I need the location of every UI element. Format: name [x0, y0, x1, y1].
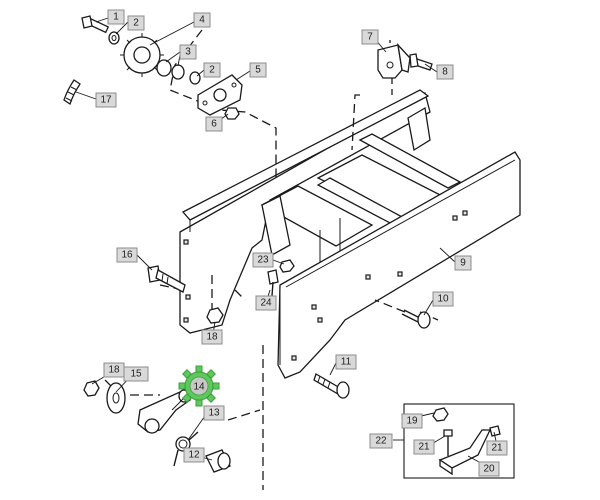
callout-1-text: 1	[113, 12, 119, 23]
bolt-10	[401, 309, 431, 329]
callout-8-text: 8	[442, 67, 448, 78]
callout-2-top[interactable]: 2	[127, 15, 145, 31]
idler-arm-14	[137, 389, 192, 434]
bushing-12	[205, 449, 231, 473]
callout-6[interactable]: 6	[205, 116, 223, 132]
left-side-plate	[179, 92, 431, 334]
callout-13[interactable]: 13	[203, 405, 225, 421]
callout-3-text: 3	[185, 47, 191, 58]
callout-3[interactable]: 3	[179, 44, 197, 60]
bolt-8	[409, 53, 433, 71]
callout-23[interactable]: 23	[252, 252, 274, 268]
callout-21-left-text: 21	[418, 442, 430, 453]
callout-22[interactable]: 22	[369, 433, 393, 449]
bearing-plate-5	[197, 74, 243, 116]
callout-9-text: 9	[460, 258, 466, 269]
assembly-lines	[104, 29, 439, 490]
cross-member-front	[260, 185, 374, 247]
callout-6-text: 6	[211, 119, 217, 130]
callout-18-frame-text: 18	[206, 332, 218, 343]
sprocket-assembly	[63, 15, 243, 120]
gear-highlight-icon	[178, 365, 220, 407]
washer-2-top	[108, 31, 120, 45]
callout-21-right-text: 21	[491, 443, 503, 454]
bushing-3b	[171, 64, 185, 80]
callout-17[interactable]: 17	[95, 92, 117, 108]
bracket-20	[438, 429, 492, 476]
callout-4-text: 4	[199, 15, 205, 26]
bolt-1	[81, 15, 110, 34]
nut-19	[432, 407, 449, 422]
callout-19-text: 19	[406, 416, 418, 427]
callout-1[interactable]: 1	[107, 9, 125, 25]
callout-20[interactable]: 20	[478, 461, 500, 477]
bolt-11	[313, 373, 350, 399]
callout-18-lower[interactable]: 18	[103, 362, 125, 378]
washer-2-lower	[189, 71, 201, 85]
mounting-holes	[183, 210, 468, 361]
callout-10-text: 10	[437, 294, 449, 305]
callout-20-text: 20	[483, 464, 495, 475]
callout-11[interactable]: 11	[335, 354, 357, 370]
callout-12[interactable]: 12	[183, 447, 205, 463]
callout-22-text: 22	[375, 436, 387, 447]
callout-14-highlighted[interactable]: 14	[178, 365, 220, 407]
cross-bar-back	[358, 133, 462, 189]
callout-21-right[interactable]: 21	[486, 440, 508, 456]
callout-8[interactable]: 8	[436, 64, 454, 80]
callout-5[interactable]: 5	[249, 62, 267, 78]
callout-21-left[interactable]: 21	[413, 439, 435, 455]
bushing-3a	[156, 59, 172, 77]
callout-5-text: 5	[255, 65, 261, 76]
callout-18-lower-text: 18	[108, 365, 120, 376]
callout-7-text: 7	[367, 32, 373, 43]
nut-18-frame	[206, 307, 224, 324]
callout-11-text: 11	[341, 357, 352, 368]
callout-15[interactable]: 15	[123, 366, 149, 382]
callout-9[interactable]: 9	[454, 255, 472, 271]
callout-19[interactable]: 19	[401, 413, 423, 429]
top-rail	[181, 89, 430, 221]
sprocket-4	[120, 33, 164, 77]
nut-18-lower	[83, 380, 100, 397]
nut-23	[279, 259, 295, 273]
chain-17	[63, 79, 81, 106]
bracket-7	[377, 42, 411, 79]
callout-15-text: 15	[130, 369, 142, 380]
rear-upright	[407, 106, 431, 152]
right-side-plate	[277, 151, 521, 379]
callout-2-lower-text: 2	[209, 65, 215, 76]
callout-16-text: 16	[121, 250, 133, 261]
callout-2-lower[interactable]: 2	[203, 62, 221, 78]
callout-17-text: 17	[100, 95, 112, 106]
nut-6	[224, 107, 240, 120]
bolt-16	[147, 265, 186, 293]
callout-12-text: 12	[188, 450, 200, 461]
callout-13-text: 13	[208, 408, 220, 419]
callout-23-text: 23	[257, 255, 269, 266]
callout-4[interactable]: 4	[193, 12, 211, 28]
bolt-21-inset-left	[443, 429, 453, 456]
inner-channel	[261, 195, 291, 257]
callout-16[interactable]: 16	[116, 247, 138, 263]
callout-7[interactable]: 7	[361, 29, 379, 45]
callout-10[interactable]: 10	[432, 291, 454, 307]
callout-18-frame[interactable]: 18	[201, 329, 223, 345]
callout-14-text: 14	[193, 382, 205, 393]
frame-assembly	[179, 89, 521, 379]
callout-2-top-text: 2	[133, 18, 139, 29]
washer-15	[106, 382, 126, 414]
callout-24[interactable]: 24	[255, 295, 277, 311]
bolt-24	[267, 269, 279, 297]
callout-24-text: 24	[260, 298, 272, 309]
